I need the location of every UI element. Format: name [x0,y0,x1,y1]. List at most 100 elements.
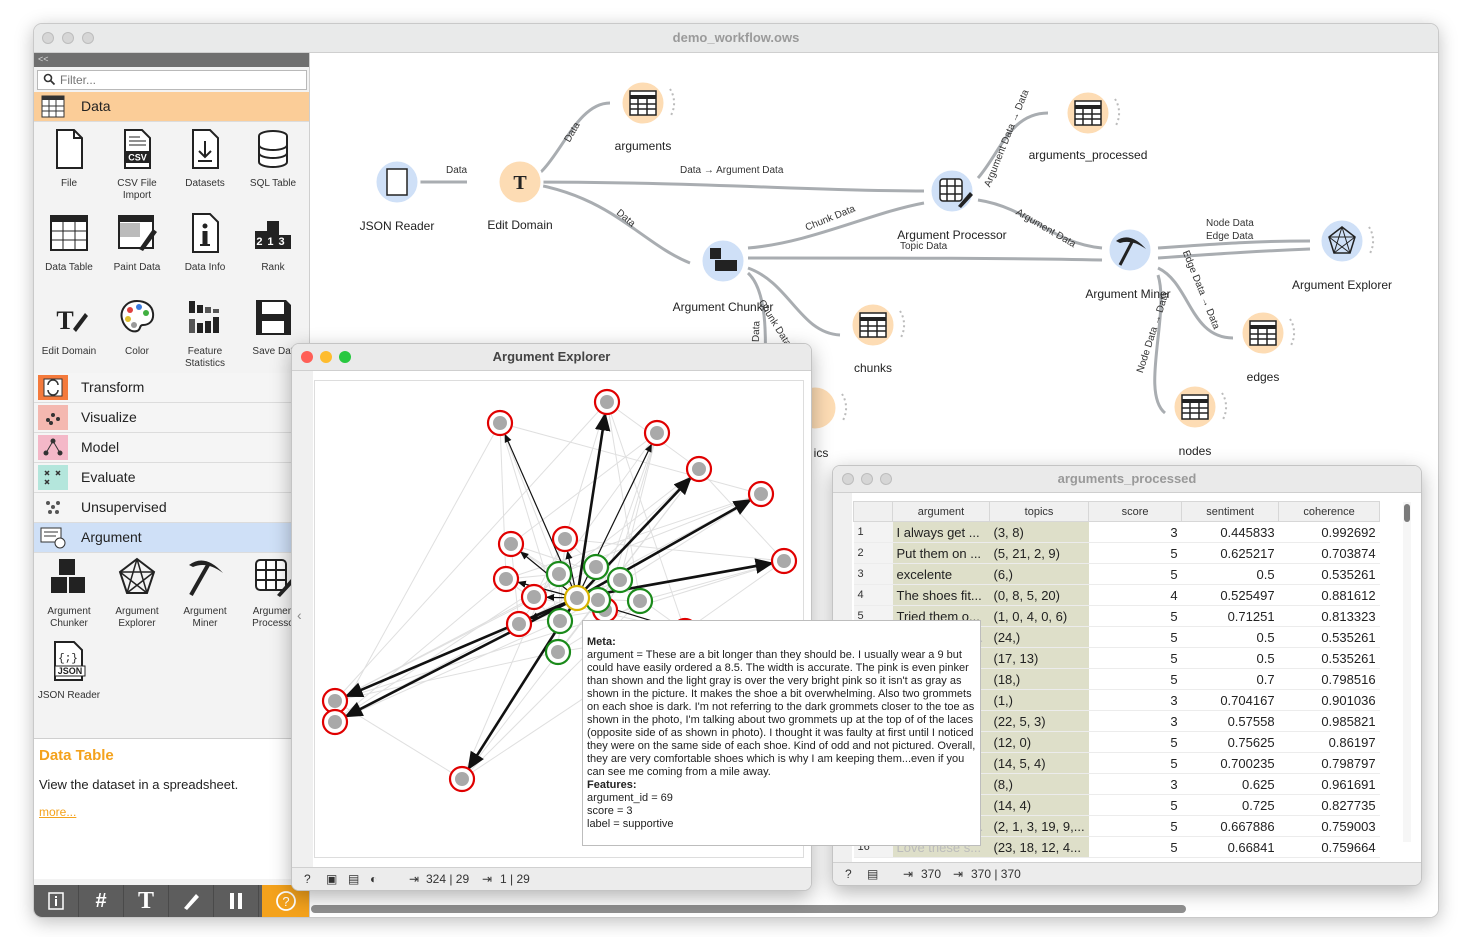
table-cell: 0.961691 [1278,773,1380,795]
widget-data-table[interactable]: Data Table [34,211,104,274]
node-argument-processor[interactable]: Argument Processor [897,228,1007,242]
node-topics-partial[interactable]: ics [813,446,829,460]
category-evaluate[interactable]: Evaluate [34,463,309,493]
widget-argument-miner[interactable]: Argument Miner [170,555,240,630]
table-cell: 3 [1088,773,1182,795]
corner-header[interactable] [853,501,893,522]
pickaxe-icon [189,560,223,596]
widget-json-reader[interactable]: {;}JSON JSON Reader [34,639,104,702]
minimize-light[interactable] [320,351,332,363]
widget-save-data[interactable]: Save Dat [238,295,308,358]
argument-graph[interactable] [315,381,803,857]
widget-paint-data[interactable]: Paint Data [102,211,172,274]
widget-file[interactable]: File [34,127,104,190]
widget-data-info[interactable]: Data Info [170,211,240,274]
node-argument-explorer[interactable]: Argument Explorer [1291,278,1393,292]
column-header-score[interactable]: score [1088,501,1183,522]
background-edge [499,422,762,495]
toolbox-collapse-handle[interactable]: << [34,53,309,67]
help-icon[interactable]: ? [304,872,311,886]
node-nodes[interactable]: nodes [1178,444,1212,458]
widget-datasets[interactable]: Datasets [170,127,240,190]
attack-edge [575,412,611,599]
close-light[interactable] [42,32,54,44]
widget-sql-table[interactable]: SQL Table [238,127,308,190]
category-unsupervised[interactable]: Unsupervised [34,493,309,523]
category-visualize[interactable]: Visualize [34,403,309,433]
widget-color[interactable]: Color [102,295,172,358]
pause-button[interactable] [214,885,259,917]
column-header-argument[interactable]: argument [892,501,990,522]
minimize-light[interactable] [861,473,873,485]
widget-csv-file-import[interactable]: CSV CSV File Import [102,127,172,202]
table-vertical-scrollbar[interactable] [1403,502,1411,842]
table-cell: (6,) [989,563,1089,585]
chevron-left-icon[interactable]: ‹ [297,607,302,623]
help-more-link[interactable]: more... [39,805,77,819]
column-header-topics[interactable]: topics [988,501,1090,522]
column-header-coherence[interactable]: coherence [1278,501,1381,522]
save-icon [256,300,291,335]
scrollbar-thumb[interactable] [1404,504,1410,522]
grid-button[interactable]: # [79,885,124,917]
table-output-count: 370 | 370 [971,867,1021,881]
node-arguments-processed[interactable]: arguments_processed [1028,148,1148,162]
graph-plot-area[interactable] [314,380,804,858]
text-annotation-button[interactable]: T [124,885,169,917]
report-icon[interactable]: ▤ [348,872,360,886]
widget-argument-chunker[interactable]: Argument Chunker [34,555,104,630]
link-processor-processed [976,111,1049,179]
category-transform[interactable]: Transform [34,373,309,403]
node-chunks[interactable]: chunks [853,361,893,375]
table-input-count: 370 [921,867,942,881]
row-number: 3 [853,563,893,585]
arrow-annotation-button[interactable] [169,885,214,917]
collapse-icon[interactable]: << [38,54,49,64]
close-light[interactable] [842,473,854,485]
close-light[interactable] [301,351,313,363]
chunker-icon [51,559,85,593]
zoom-light[interactable] [82,32,94,44]
minimize-light[interactable] [62,32,74,44]
widget-argument-explorer[interactable]: Argument Explorer [102,555,172,630]
node-edges[interactable]: edges [1246,370,1280,384]
widget-edit-domain[interactable]: T Edit Domain [34,295,104,358]
explorer-side-panel[interactable]: ‹ [292,371,313,867]
node-edit-domain[interactable]: Edit Domain [487,218,553,232]
table-cell: 0.535261 [1278,626,1380,648]
background-edge [499,422,561,622]
info-button[interactable] [34,885,79,917]
selected-argument-node [563,584,591,612]
widget-rank[interactable]: 213 Rank [238,211,308,274]
node-json-reader[interactable]: JSON Reader [359,219,435,233]
widget-argument-processor[interactable]: Argumen Processo [238,555,308,630]
node-argument-chunker[interactable]: Argument Chunker [672,300,774,314]
column-header-sentiment[interactable]: sentiment [1181,501,1280,522]
argument-node-green [626,587,654,615]
category-model[interactable]: Model [34,433,309,463]
widget-feature-statistics[interactable]: Feature Statistics [170,295,240,370]
category-argument[interactable]: Argument [34,523,309,553]
canvas-horizontal-scrollbar[interactable] [311,905,1186,913]
node-argument-miner[interactable]: Argument Miner [1085,287,1171,301]
save-icon[interactable]: ▣ [326,872,338,886]
miner-node [1106,226,1154,274]
category-data[interactable]: Data [34,92,309,122]
help-icon[interactable]: ? [845,867,852,881]
zoom-light[interactable] [880,473,892,485]
zoom-light[interactable] [339,351,351,363]
visual-settings-icon[interactable]: ◐ [370,872,378,886]
table-cell: 5 [1088,605,1182,627]
report-icon[interactable]: ▤ [867,867,879,881]
background-edge [557,468,700,653]
node-arguments[interactable]: arguments [614,139,672,153]
link-chunker-chunks [747,266,841,337]
argument-node-red [448,765,476,793]
filter-field[interactable] [37,70,307,90]
filter-input[interactable] [60,72,300,87]
argument-node-green [544,638,572,666]
